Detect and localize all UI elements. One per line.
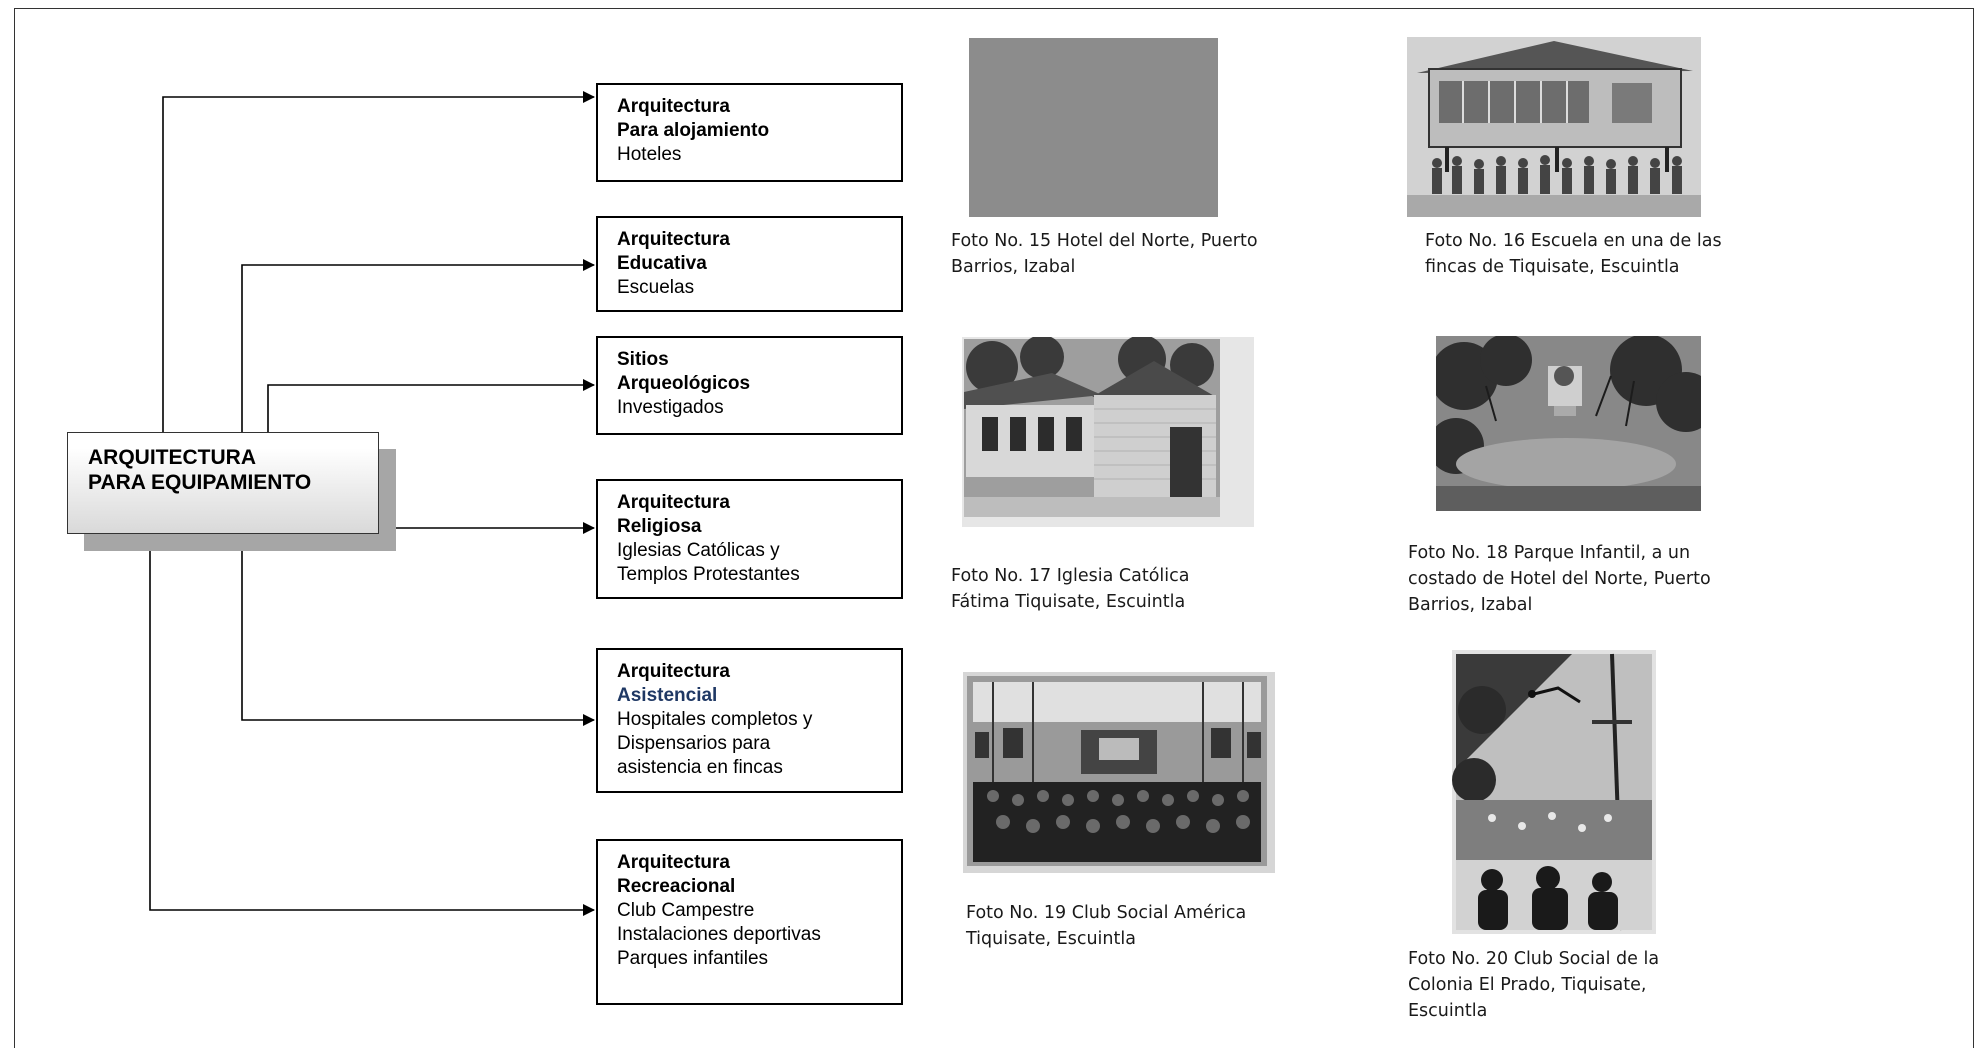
caption-line: Escuintla: [1408, 1001, 1488, 1021]
category-subtitle: Religiosa: [617, 516, 702, 537]
photo-16-school: [1407, 37, 1701, 217]
caption-line: Fátima Tiquisate, Escuintla: [951, 592, 1186, 612]
category-subtitle: Recreacional: [617, 876, 736, 897]
photo-18-caption: Foto No. 18 Parque Infantil, a un costad…: [1408, 540, 1768, 618]
category-title: Arquitectura: [617, 229, 730, 250]
category-title: Arquitectura: [617, 96, 730, 117]
photo-20-pool: [1452, 650, 1656, 934]
category-title: Arquitectura: [617, 852, 730, 873]
category-detail: Parques infantiles: [617, 948, 769, 969]
connector-recreacional: [149, 551, 595, 916]
photo-17-caption: Foto No. 17 Iglesia Católica Fátima Tiqu…: [951, 563, 1291, 615]
category-title: Sitios: [617, 349, 669, 370]
caption-line: fincas de Tiquisate, Escuintla: [1425, 257, 1680, 277]
photo-17-church: [962, 337, 1254, 527]
category-detail: Hoteles: [617, 144, 682, 165]
photo-19-caption: Foto No. 19 Club Social América Tiquisat…: [966, 900, 1306, 952]
category-title: Arquitectura: [617, 661, 730, 682]
photo-15-caption: Foto No. 15 Hotel del Norte, Puerto Barr…: [951, 228, 1291, 280]
caption-line: Foto No. 17 Iglesia Católica: [951, 566, 1190, 586]
caption-line: Foto No. 15 Hotel del Norte, Puerto: [951, 231, 1258, 251]
caption-line: Colonia El Prado, Tiquisate,: [1408, 975, 1647, 995]
category-title: Arquitectura: [617, 492, 730, 513]
category-box-recreacional: Arquitectura Recreacional Club Campestre…: [596, 839, 903, 1005]
category-detail: Hospitales completos y: [617, 709, 813, 730]
category-detail: asistencia en fincas: [617, 757, 783, 778]
category-detail: Templos Protestantes: [617, 564, 800, 585]
photo-18-park: [1436, 336, 1701, 511]
connector-alojamiento: [162, 91, 595, 432]
caption-line: Tiquisate, Escuintla: [966, 929, 1136, 949]
category-detail: Escuelas: [617, 277, 695, 298]
connector-educativa: [241, 259, 595, 432]
caption-line: Foto No. 18 Parque Infantil, a un: [1408, 543, 1691, 563]
caption-line: Barrios, Izabal: [1408, 595, 1533, 615]
connector-asistencial: [241, 551, 595, 726]
category-subtitle: Asistencial: [617, 685, 718, 706]
category-box-religiosa: Arquitectura Religiosa Iglesias Católica…: [596, 479, 903, 599]
category-subtitle: Para alojamiento: [617, 120, 770, 141]
caption-line: Barrios, Izabal: [951, 257, 1076, 277]
category-box-asistencial: Arquitectura Asistencial Hospitales comp…: [596, 648, 903, 793]
main-node: ARQUITECTURA PARA EQUIPAMIENTO: [67, 432, 379, 534]
category-box-arqueologicos: Sitios Arqueológicos Investigados: [596, 336, 903, 435]
connector-arqueologicos: [267, 379, 595, 432]
category-detail: Investigados: [617, 397, 724, 418]
category-detail: Iglesias Católicas y: [617, 540, 780, 561]
photo-15-placeholder: [969, 38, 1218, 217]
main-node-line2: PARA EQUIPAMIENTO: [88, 471, 312, 494]
photo-19-social-club: [963, 672, 1275, 873]
category-detail: Club Campestre: [617, 900, 755, 921]
category-box-alojamiento: Arquitectura Para alojamiento Hoteles: [596, 83, 903, 182]
photo-16-caption: Foto No. 16 Escuela en una de las fincas…: [1425, 228, 1765, 280]
caption-line: Foto No. 19 Club Social América: [966, 903, 1247, 923]
page-frame: [14, 8, 1974, 1048]
photo-20-caption: Foto No. 20 Club Social de la Colonia El…: [1408, 946, 1748, 1024]
category-detail: Instalaciones deportivas: [617, 924, 821, 945]
caption-line: Foto No. 16 Escuela en una de las: [1425, 231, 1722, 251]
caption-line: costado de Hotel del Norte, Puerto: [1408, 569, 1711, 589]
category-subtitle: Arqueológicos: [617, 373, 751, 394]
category-box-educativa: Arquitectura Educativa Escuelas: [596, 216, 903, 312]
category-subtitle: Educativa: [617, 253, 707, 274]
caption-line: Foto No. 20 Club Social de la: [1408, 949, 1660, 969]
category-detail: Dispensarios para: [617, 733, 771, 754]
main-node-line1: ARQUITECTURA: [88, 446, 256, 469]
